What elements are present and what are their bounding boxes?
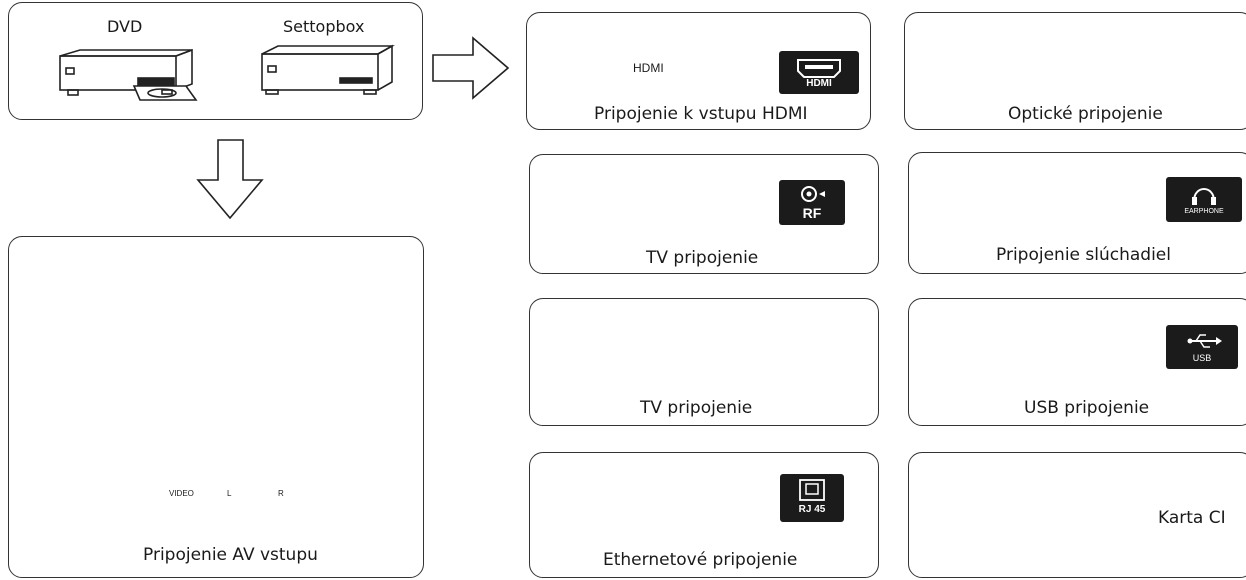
usb-caption: USB pripojenie <box>1024 398 1150 418</box>
av-port-r: R <box>278 489 284 498</box>
av-input-title: INPUT <box>210 474 246 488</box>
right-arrow-icon <box>432 36 510 100</box>
hdmi-cable-text: HDMI <box>633 61 664 75</box>
settopbox-icon <box>261 44 396 95</box>
tv-antenna-panel <box>529 298 879 426</box>
ci-panel <box>908 452 1246 578</box>
optical-caption: Optické pripojenie <box>1008 104 1163 124</box>
rf-badge-label: RF <box>802 205 822 221</box>
usb-badge: USB <box>1166 325 1238 369</box>
earphone-badge: EARPHONE <box>1166 177 1242 222</box>
dvd-player-icon <box>59 48 198 101</box>
ethernet-caption: Ethernetové pripojenie <box>603 550 798 570</box>
earphone-badge-label: EARPHONE <box>1184 208 1224 215</box>
dvd-label: DVD <box>107 17 143 36</box>
hdmi-badge: HDMI <box>779 51 859 94</box>
av-panel <box>8 236 424 578</box>
av-caption: Pripojenie AV vstupu <box>143 545 318 565</box>
coax-port-icon <box>801 186 825 202</box>
rj45-port-icon <box>799 479 825 501</box>
usb-badge-label: USB <box>1192 353 1212 363</box>
hdmi-port-icon <box>797 59 841 78</box>
headphones-caption: Pripojenie slúchadiel <box>996 245 1171 265</box>
rj45-badge-label: RJ 45 <box>798 504 826 515</box>
usb-port-icon <box>1187 334 1222 348</box>
tv-rf-caption: TV pripojenie <box>646 248 759 268</box>
av-port-l: L <box>227 489 232 498</box>
optical-panel <box>904 12 1246 130</box>
settopbox-label: Settopbox <box>283 17 365 36</box>
earphone-port-icon <box>1192 188 1216 205</box>
ci-caption: Karta CI <box>1158 508 1226 528</box>
down-arrow-icon <box>196 139 264 220</box>
hdmi-caption: Pripojenie k vstupu HDMI <box>594 104 808 124</box>
source-devices-panel <box>8 2 423 120</box>
rf-badge: RF <box>779 180 845 225</box>
tv-antenna-caption: TV pripojenie <box>640 398 753 418</box>
av-port-video: VIDEO <box>169 489 194 498</box>
rj45-badge: RJ 45 <box>780 474 844 522</box>
hdmi-badge-label: HDMI <box>806 78 832 89</box>
